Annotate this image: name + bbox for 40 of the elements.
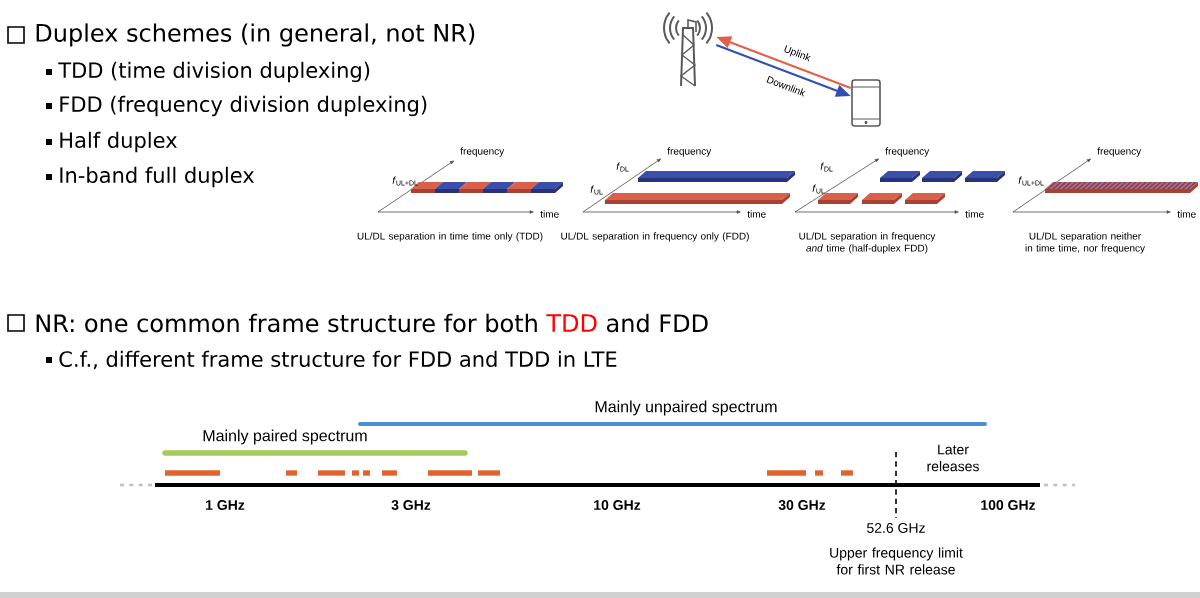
axis-label: time bbox=[540, 210, 559, 218]
bullet-text: TDD (time division duplexing) bbox=[58, 61, 370, 83]
bullet-text: C.f., different frame structure for FDD and TDD in LTE bbox=[59, 350, 617, 370]
band-label: Mainly paired spectrum bbox=[203, 429, 367, 445]
note-text: Upper frequency limit for first NR release bbox=[830, 547, 963, 575]
axis-label: f$_{DL}$ bbox=[820, 162, 833, 172]
bullet-text: In-band full duplex bbox=[60, 166, 255, 188]
note-text: Later releases bbox=[927, 444, 979, 472]
bullet-text: Half duplex bbox=[60, 131, 177, 153]
heading: and FDD bbox=[606, 313, 708, 333]
axis-label: time bbox=[1177, 210, 1196, 218]
axis-label: f$_{UL}$ bbox=[812, 184, 825, 194]
axis-label: f$_{UL+DL}$ bbox=[392, 176, 418, 186]
caption: UL/DL separation in frequency only (FDD) bbox=[561, 232, 749, 242]
axis-label: f$_{DL}$ bbox=[616, 162, 629, 172]
tick-label: 3 GHz bbox=[391, 500, 431, 510]
caption: UL/DL separation in time time only (TDD) bbox=[357, 232, 543, 242]
axis-label: time bbox=[965, 210, 984, 218]
tick-label: 30 GHz bbox=[778, 500, 826, 510]
limit-label: 52.6 GHz bbox=[867, 523, 925, 533]
heading: NR: one common frame structure for both bbox=[36, 313, 537, 333]
tick-label: 100 GHz bbox=[981, 500, 1036, 510]
caption: UL/DL separation in frequency and time (half-duplex FDD) bbox=[799, 232, 936, 254]
cell-tower-drawing bbox=[663, 11, 713, 87]
caption: UL/DL separation neither in time time, nor frequency bbox=[1025, 232, 1145, 254]
phone-drawing bbox=[851, 79, 881, 127]
heading: Duplex schemes (in general, not NR) bbox=[36, 23, 475, 47]
tick-label: 1 GHz bbox=[206, 500, 245, 510]
axis-label: time bbox=[747, 210, 766, 218]
axis-label: frequency bbox=[1097, 147, 1142, 157]
axis-label: frequency bbox=[885, 147, 930, 157]
axis-label: f$_{UL}$ bbox=[590, 185, 603, 195]
edge-label: Uplink bbox=[784, 45, 811, 62]
bullet-text: FDD (frequency division duplexing) bbox=[60, 95, 427, 117]
heading: TDD bbox=[546, 314, 597, 332]
tick-label: 10 GHz bbox=[594, 500, 641, 510]
axis-label: frequency bbox=[460, 147, 505, 157]
band-label: Mainly unpaired spectrum bbox=[595, 400, 777, 416]
axis-label: f$_{UL+DL}$ bbox=[1018, 176, 1044, 186]
axis-label: frequency bbox=[667, 147, 712, 157]
